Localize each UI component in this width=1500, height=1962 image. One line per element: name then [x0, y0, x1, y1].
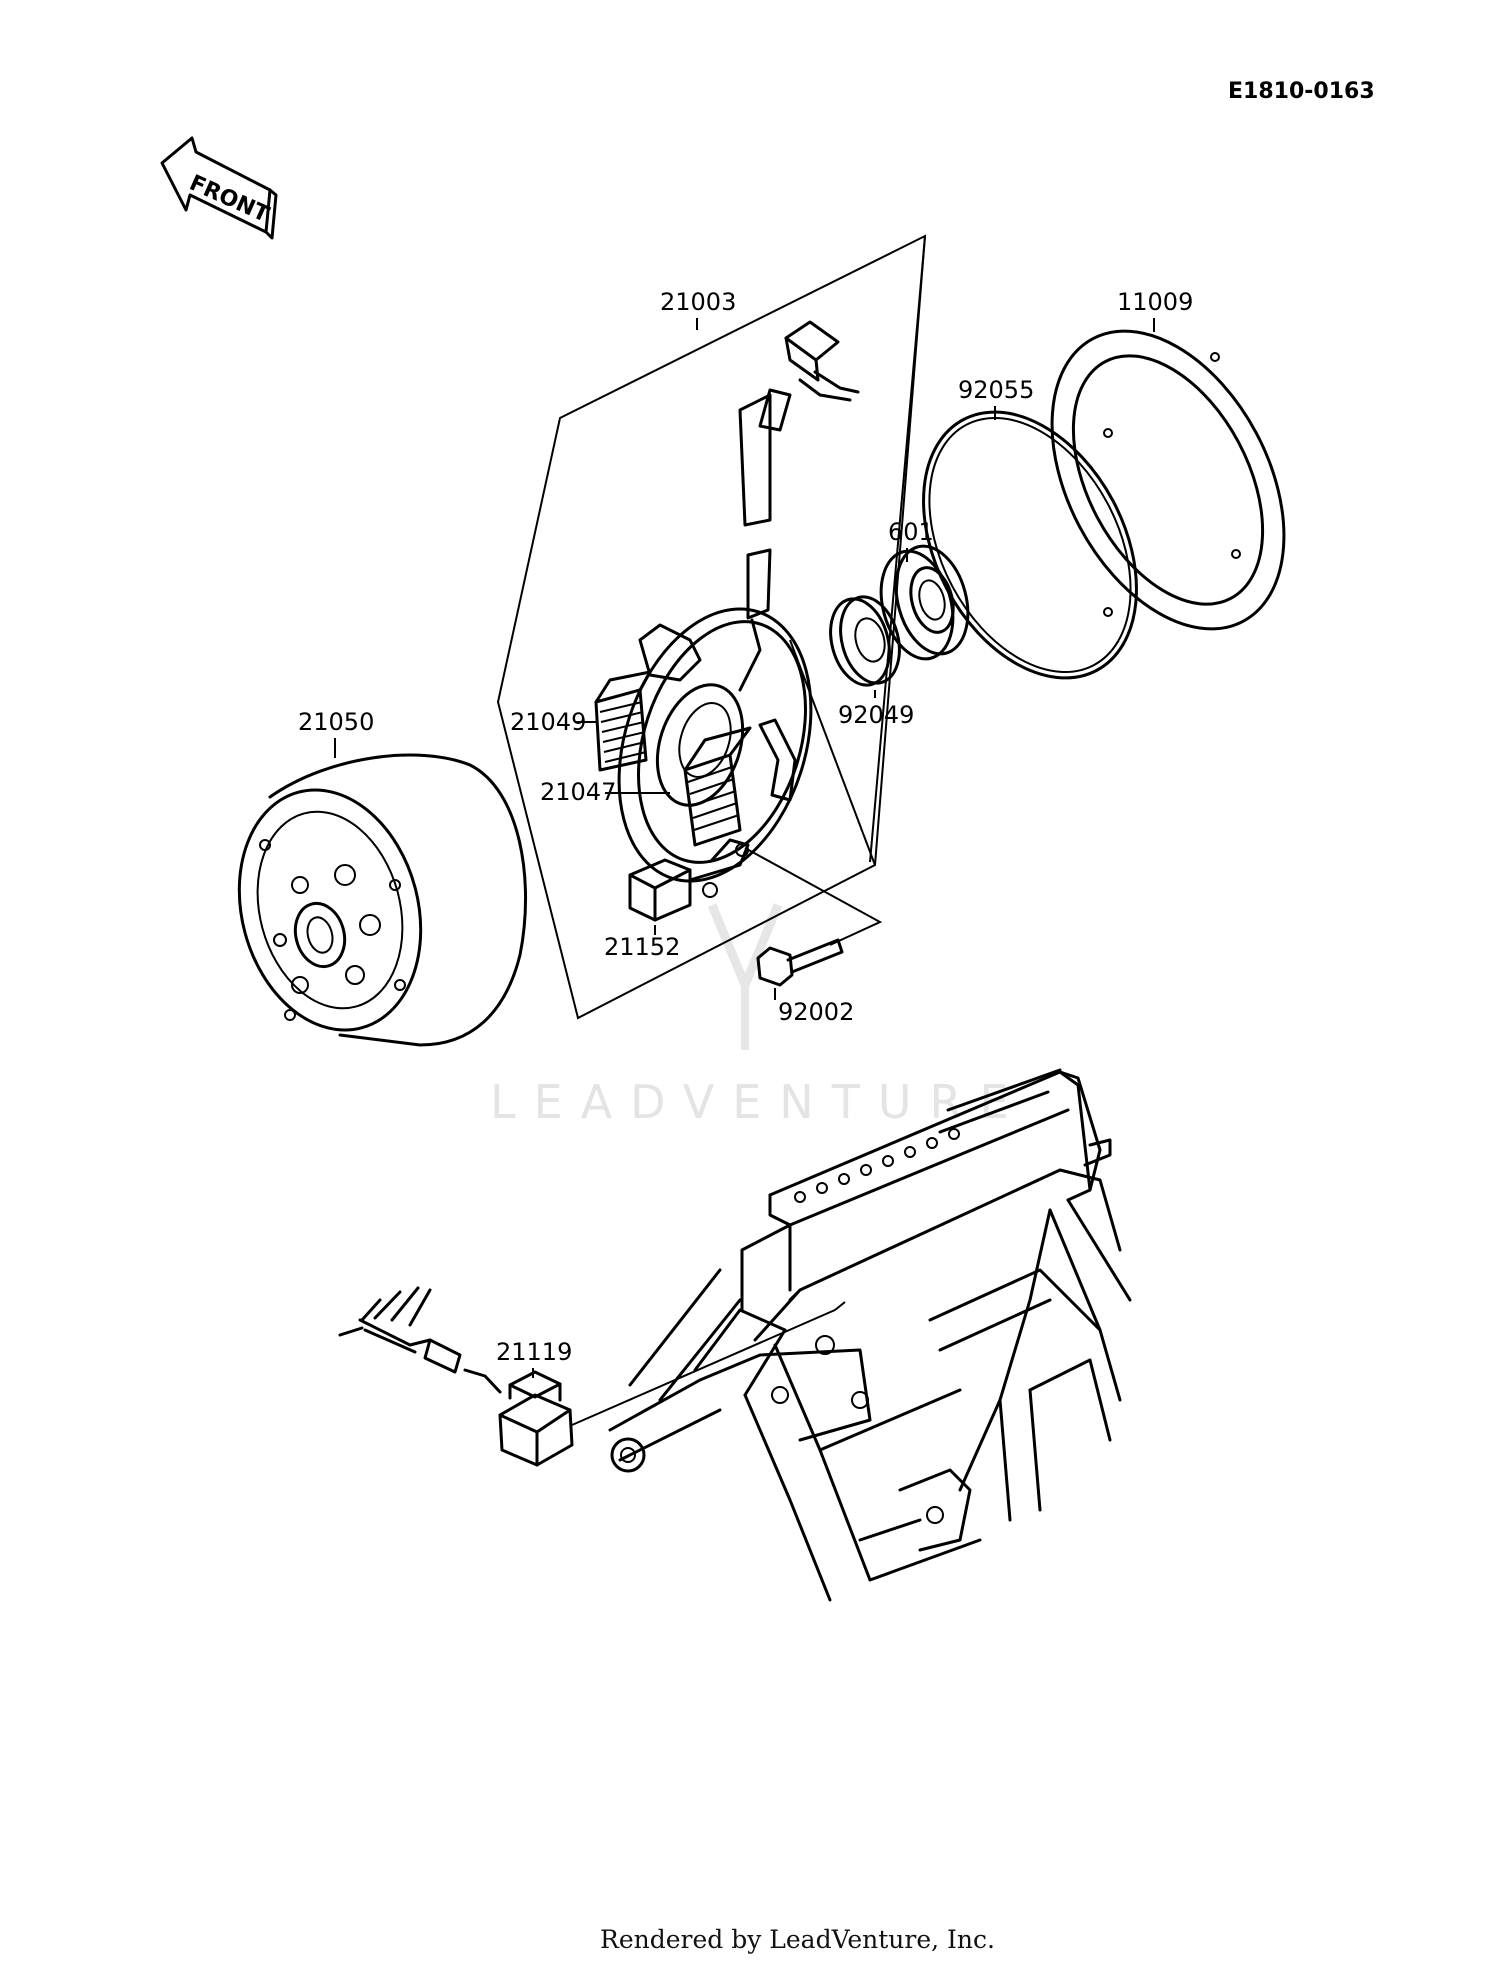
callout-21047: 21047 [540, 778, 616, 806]
coil-21049 [594, 670, 652, 772]
callout-11009: 11009 [1117, 288, 1193, 316]
leader-21119 [571, 1301, 846, 1426]
watermark-text: LEADVENTURE [490, 1075, 1027, 1129]
coil-21047 [683, 726, 752, 847]
leader-92002 [744, 847, 883, 946]
footer-credit: Rendered by LeadVenture, Inc. [600, 1925, 995, 1954]
flywheel-21050 [237, 753, 528, 1047]
callout-21049: 21049 [510, 708, 586, 736]
callout-labels: 21003 11009 92055 601 92049 21049 21047 … [298, 288, 1193, 1378]
o-ring-92055 [922, 410, 1138, 680]
gasket-11009 [1050, 329, 1286, 631]
callout-92002: 92002 [778, 998, 854, 1026]
front-arrow-icon: FRONT [160, 136, 278, 240]
watermark: LEADVENTURE [490, 903, 1027, 1129]
callout-92049: 92049 [838, 701, 914, 729]
callout-21003: 21003 [660, 288, 736, 316]
callout-601: 601 [888, 518, 934, 546]
vehicle-frame [608, 1068, 1132, 1602]
callout-21119: 21119 [496, 1338, 572, 1366]
stator-assembly-outline [496, 234, 927, 1020]
diagram-code: E1810-0163 [1228, 79, 1375, 104]
cdi-unit-21119 [338, 1286, 574, 1467]
oil-seal-92049 [829, 595, 901, 687]
pulser-coil-21152 [628, 838, 750, 922]
stator-wiring [738, 320, 860, 692]
callout-21050: 21050 [298, 708, 374, 736]
front-label: FRONT [186, 171, 273, 228]
callout-92055: 92055 [958, 376, 1034, 404]
callout-21152: 21152 [604, 933, 680, 961]
bolt-92002 [756, 938, 844, 987]
